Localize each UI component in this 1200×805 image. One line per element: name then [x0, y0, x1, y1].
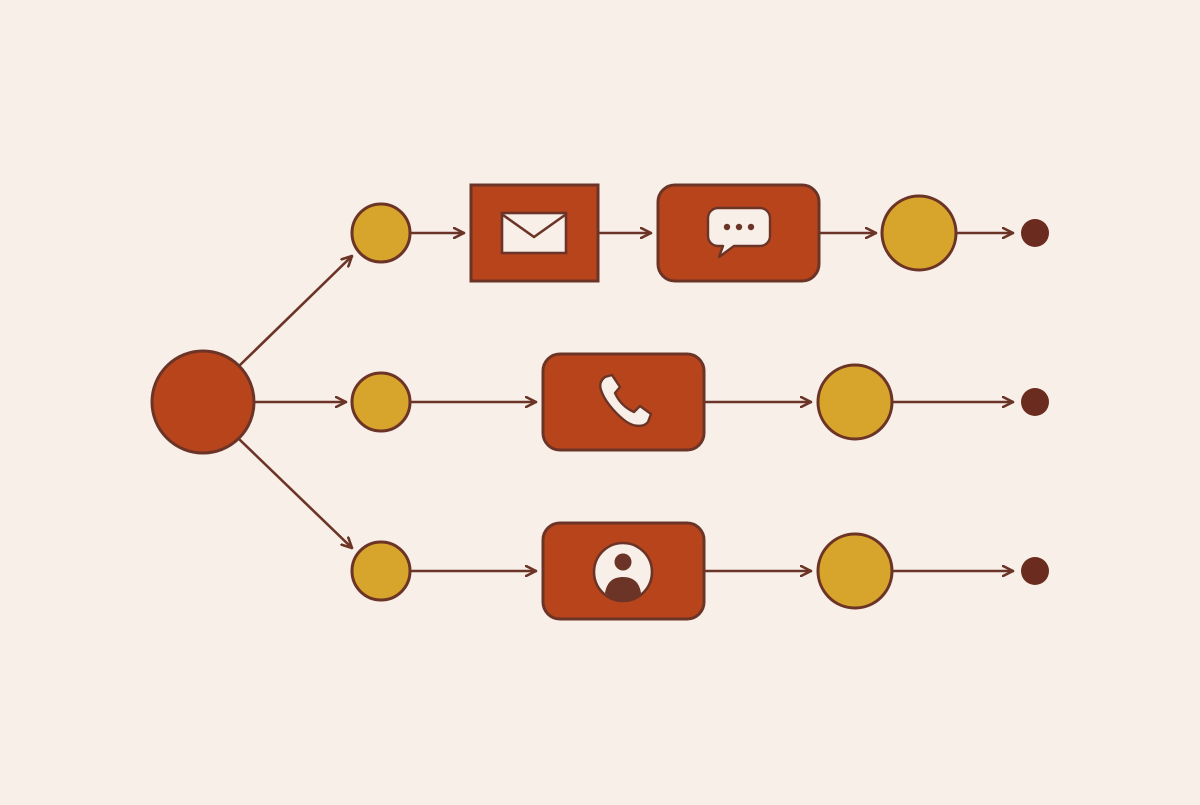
chat-node [656, 183, 821, 283]
arrow-source-to-contact-entry [238, 438, 354, 550]
email-end-dot [1021, 219, 1049, 247]
email-exit-node [880, 194, 958, 272]
phone-end-dot [1021, 388, 1049, 416]
phone-branch [350, 352, 1049, 452]
chat-bubble-icon [706, 206, 772, 259]
phone-node [541, 352, 706, 452]
contact-end-dot [1021, 557, 1049, 585]
phone-entry-node [350, 371, 412, 433]
contact-branch [350, 521, 1049, 621]
user-avatar-icon [592, 541, 654, 603]
arrow-source-to-email-entry [238, 254, 354, 367]
phone-icon [599, 373, 653, 428]
connectors [238, 233, 1015, 571]
phone-exit-node [816, 363, 894, 441]
email-entry-node [350, 202, 412, 264]
envelope-icon [500, 211, 568, 255]
contact-entry-node [350, 540, 412, 602]
envelope-node [469, 183, 600, 283]
source-node [150, 349, 256, 455]
contact-node [541, 521, 706, 621]
contact-exit-node [816, 532, 894, 610]
email-branch [350, 183, 1049, 283]
